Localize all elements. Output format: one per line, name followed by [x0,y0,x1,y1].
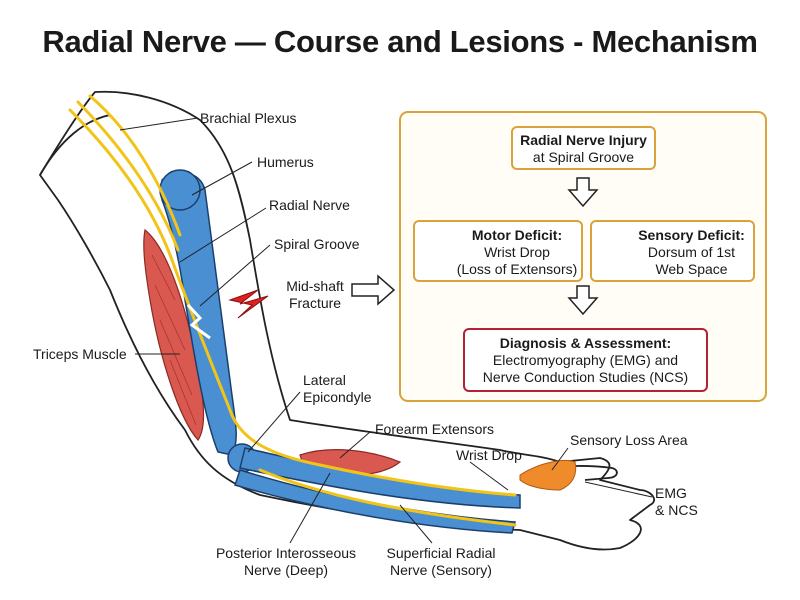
label-radial-nerve: Radial Nerve [269,197,350,213]
triceps-striations [151,254,197,426]
fracture-site [186,289,269,340]
motor-line1: Wrist Drop [484,244,550,260]
motor-deficit-box: Motor Deficit: Wrist Drop (Loss of Exten… [413,220,583,282]
diagnosis-box: Diagnosis & Assessment: Electromyography… [463,328,708,392]
label-spiral-groove: Spiral Groove [274,236,360,252]
label-sensory-loss-area: Sensory Loss Area [570,432,688,448]
injury-line2: at Spiral Groove [532,149,635,165]
down-arrow-icon-1 [567,177,599,208]
label-emg-line1: EMG [655,485,687,501]
diagnosis-line2: Nerve Conduction Studies (NCS) [482,369,689,385]
sensory-line2: Web Space [655,261,728,277]
label-pin-line1: Posterior Interosseous [215,545,357,561]
radial-nerve-path [68,94,517,527]
diagnosis-line1: Electromyography (EMG) and [492,352,679,368]
label-emg-ncs: EMG & NCS [655,485,698,519]
label-midshaft-line1: Mid-shaft [286,278,344,294]
label-midshaft-fracture: Mid-shaft Fracture [278,278,352,312]
sensory-loss-area-shape [519,460,577,491]
motor-heading: Motor Deficit: [471,227,563,243]
sensory-line1: Dorsum of 1st [647,244,736,260]
label-posterior-interosseous: Posterior Interosseous Nerve (Deep) [196,545,376,579]
lightning-icon [228,289,269,319]
label-brachial-plexus: Brachial Plexus [200,110,297,126]
label-forearm-extensors: Forearm Extensors [375,421,495,437]
label-emg-line2: & NCS [655,502,698,518]
label-lateral-epicondyle: Lateral Epicondyle [303,372,372,406]
label-superficial-line1: Superficial Radial [386,545,496,561]
down-arrow-icon-2 [567,285,599,316]
label-lateral-line1: Lateral [303,372,346,388]
page-title: Radial Nerve — Course and Lesions - Mech… [42,24,758,59]
fracture-to-flow-arrow-icon [351,274,396,306]
label-pin-line2: Nerve (Deep) [243,562,329,578]
label-wrist-drop: Wrist Drop [456,447,522,463]
sensory-deficit-box: Sensory Deficit: Dorsum of 1st Web Space [590,220,755,282]
leader-lines [119,117,653,544]
injury-box: Radial Nerve Injury at Spiral Groove [511,126,656,170]
sensory-heading: Sensory Deficit: [638,227,745,243]
label-triceps: Triceps Muscle [33,346,127,362]
diagnosis-heading: Diagnosis & Assessment: [499,335,672,351]
humerus-bone [161,171,237,456]
label-midshaft-line2: Fracture [288,295,342,311]
motor-line2: (Loss of Extensors) [456,261,578,277]
injury-line1: Radial Nerve Injury [520,132,647,148]
label-humerus: Humerus [257,154,314,170]
label-superficial-radial: Superficial Radial Nerve (Sensory) [375,545,507,579]
label-superficial-line2: Nerve (Sensory) [390,562,492,578]
label-lateral-line2: Epicondyle [303,389,372,405]
